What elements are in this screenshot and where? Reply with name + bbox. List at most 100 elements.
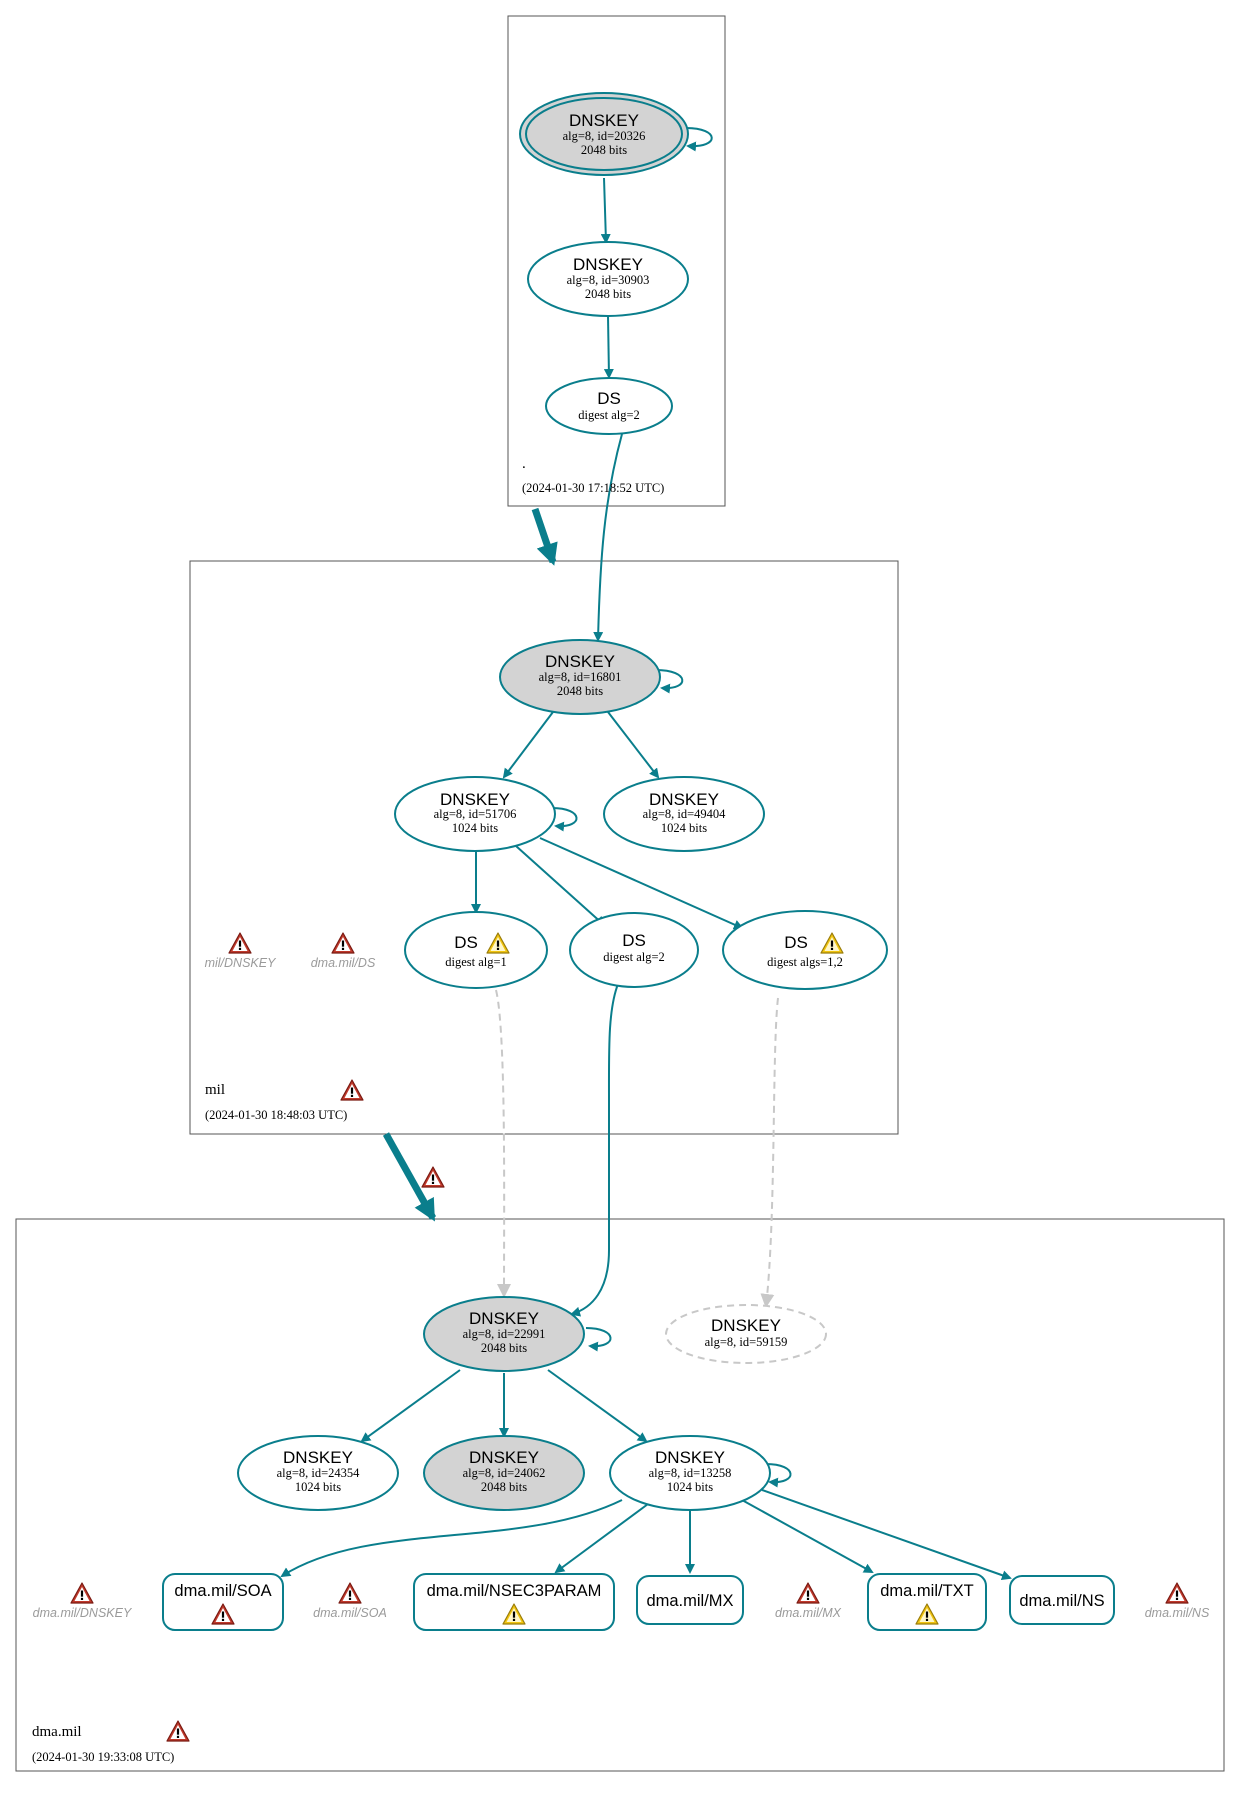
svg-text:2048 bits: 2048 bits [481,1341,527,1355]
zone-root-timestamp: (2024-01-30 17:18:52 UTC) [522,481,664,495]
svg-text:DNSKEY: DNSKEY [573,255,643,274]
svg-text:1024 bits: 1024 bits [667,1480,713,1494]
error-icon [331,932,355,954]
svg-text:DNSKEY: DNSKEY [569,111,639,130]
svg-text:dma.mil/MX: dma.mil/MX [646,1592,733,1610]
dnskey-node-13258[interactable]: DNSKEY alg=8, id=13258 1024 bits [609,1435,771,1511]
edge-13258-to-soa [280,1499,623,1578]
svg-text:2048 bits: 2048 bits [585,287,631,301]
edge-22991-to-13258 [547,1369,648,1443]
zone-root-name: . [522,456,526,472]
edge-30903-to-ds [603,315,614,379]
svg-text:dma.mil/DS: dma.mil/DS [311,956,376,970]
error-dma-dnskey[interactable]: dma.mil/DNSKEY [33,1582,133,1620]
error-icon [1165,1582,1189,1604]
error-dma-ns[interactable]: dma.mil/NS [1145,1582,1210,1620]
error-mil-ds[interactable]: dma.mil/DS [311,932,376,970]
svg-text:alg=8, id=22991: alg=8, id=22991 [463,1327,546,1341]
dnskey-node-24354[interactable]: DNSKEY alg=8, id=24354 1024 bits [237,1435,399,1511]
rrset-soa[interactable]: dma.mil/SOA [162,1573,284,1631]
edge-ds-alg1-to-22991 [495,989,512,1298]
dnskey-node-16801[interactable]: DNSKEY alg=8, id=16801 2048 bits [499,639,661,715]
edge-16801-to-49404 [607,711,660,779]
zone-dma-error-icon [166,1720,190,1742]
ds-node-alg1[interactable]: DS digest alg=1 [404,911,548,989]
edge-ds-algs12-to-59159 [760,997,779,1308]
edge-51706-to-ds-algs12 [539,837,744,930]
delegation-mil-to-dma [382,1132,437,1222]
svg-text:digest algs=1,2: digest algs=1,2 [767,955,843,969]
svg-text:alg=8, id=24354: alg=8, id=24354 [277,1466,361,1480]
edge-selfsig-16801 [655,669,684,694]
ds-node-root[interactable]: DS digest alg=2 [545,377,673,435]
svg-text:dma.mil/NSEC3PARAM: dma.mil/NSEC3PARAM [427,1582,602,1600]
edge-root-ds-to-16801 [593,433,623,642]
error-dma-soa[interactable]: dma.mil/SOA [313,1582,387,1620]
edge-51706-to-ds-alg2 [515,845,606,927]
zone-dma-timestamp: (2024-01-30 19:33:08 UTC) [32,1750,174,1764]
svg-text:digest alg=2: digest alg=2 [603,950,665,964]
svg-text:2048 bits: 2048 bits [557,684,603,698]
svg-text:DS: DS [597,389,621,408]
dnskey-node-30903[interactable]: DNSKEY alg=8, id=30903 2048 bits [527,241,689,317]
dnskey-node-59159[interactable]: DNSKEY alg=8, id=59159 [665,1304,827,1364]
svg-text:dma.mil/MX: dma.mil/MX [775,1606,842,1620]
svg-text:2048 bits: 2048 bits [581,143,627,157]
error-icon [70,1582,94,1604]
svg-text:DS: DS [622,931,646,950]
dnskey-node-51706[interactable]: DNSKEY alg=8, id=51706 1024 bits [394,776,556,852]
svg-text:dma.mil/SOA: dma.mil/SOA [313,1606,387,1620]
edge-16801-to-51706 [502,711,554,779]
error-icon [228,932,252,954]
rrset-mx[interactable]: dma.mil/MX [636,1575,744,1625]
dnskey-node-49404[interactable]: DNSKEY alg=8, id=49404 1024 bits [603,776,765,852]
zone-mil-timestamp: (2024-01-30 18:48:03 UTC) [205,1108,347,1122]
error-mil-dnskey[interactable]: mil/DNSKEY [205,932,278,970]
rrset-nsec3param[interactable]: dma.mil/NSEC3PARAM [413,1573,615,1631]
delegation-root-to-mil [531,507,558,566]
edge-selfsig-13258 [765,1463,792,1488]
svg-text:alg=8, id=30903: alg=8, id=30903 [567,273,650,287]
edge-20326-to-30903 [600,177,611,244]
svg-text:DNSKEY: DNSKEY [649,790,719,809]
edge-ds-alg2-to-22991 [570,983,619,1317]
svg-text:DNSKEY: DNSKEY [655,1448,725,1467]
svg-text:dma.mil/DNSKEY: dma.mil/DNSKEY [33,1606,133,1620]
svg-text:DNSKEY: DNSKEY [283,1448,353,1467]
svg-text:DNSKEY: DNSKEY [711,1316,781,1335]
edge-selfsig-22991 [585,1327,612,1352]
svg-text:mil/DNSKEY: mil/DNSKEY [205,956,278,970]
zone-dma-name: dma.mil [32,1724,82,1740]
dnskey-node-22991[interactable]: DNSKEY alg=8, id=22991 2048 bits [423,1296,585,1372]
edge-13258-to-nsec3param [554,1503,649,1574]
rrset-ns[interactable]: dma.mil/NS [1009,1575,1115,1625]
edge-selfsig-20326 [685,127,713,152]
svg-text:alg=8, id=51706: alg=8, id=51706 [434,807,517,821]
svg-text:alg=8, id=20326: alg=8, id=20326 [563,129,646,143]
ds-node-algs12[interactable]: DS digest algs=1,2 [722,910,888,990]
error-dma-mx[interactable]: dma.mil/MX [775,1582,842,1620]
error-icon [796,1582,820,1604]
dnskey-node-20326[interactable]: DNSKEY alg=8, id=20326 2048 bits [519,92,689,176]
svg-text:dma.mil/NS: dma.mil/NS [1019,1592,1104,1610]
zone-root-box [507,15,726,507]
delegation-error-icon [421,1166,445,1188]
edge-22991-to-24354 [360,1369,461,1443]
ds-node-alg2[interactable]: DS digest alg=2 [569,912,699,988]
svg-text:1024 bits: 1024 bits [452,821,498,835]
svg-text:DS: DS [784,933,808,952]
svg-text:alg=8, id=16801: alg=8, id=16801 [539,670,622,684]
svg-text:1024 bits: 1024 bits [661,821,707,835]
svg-text:alg=8, id=24062: alg=8, id=24062 [463,1466,546,1480]
svg-text:DNSKEY: DNSKEY [469,1309,539,1328]
svg-text:DS: DS [454,933,478,952]
rrset-txt[interactable]: dma.mil/TXT [867,1573,987,1631]
svg-text:2048 bits: 2048 bits [481,1480,527,1494]
svg-text:1024 bits: 1024 bits [295,1480,341,1494]
dnskey-node-24062[interactable]: DNSKEY alg=8, id=24062 2048 bits [423,1435,585,1511]
zone-mil-name: mil [205,1082,225,1098]
svg-text:DNSKEY: DNSKEY [545,652,615,671]
zone-dma-box [15,1218,1225,1772]
edge-selfsig-51706 [551,807,578,832]
